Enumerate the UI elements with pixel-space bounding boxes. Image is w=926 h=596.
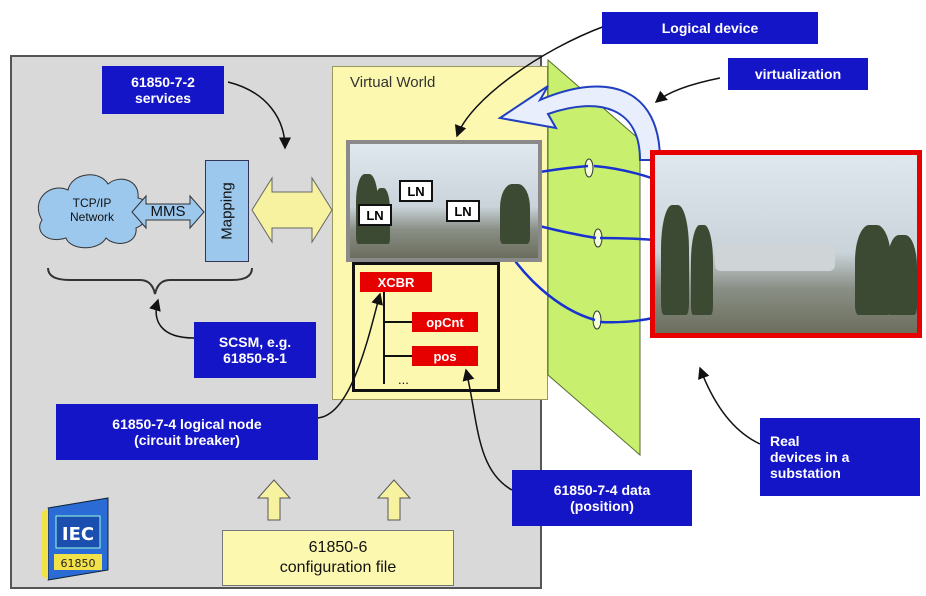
config-up-arrow-right	[376, 479, 412, 521]
tcpip-label-line2: Network	[69, 210, 114, 225]
mapping-label: Mapping	[218, 182, 236, 240]
real-devices-photo	[650, 150, 922, 338]
logical-device-photo	[346, 140, 542, 262]
data-position-label: 61850-7-4 data (position)	[512, 470, 692, 526]
scsm-label-line1: SCSM, e.g.	[218, 333, 292, 350]
iec-logo: IEC 61850	[42, 496, 114, 582]
logo-iec-text: IEC	[62, 524, 94, 545]
tcpip-label-line1: TCP/IP	[72, 196, 112, 210]
logical-node-data-box	[352, 262, 500, 392]
mms-arrow	[131, 194, 205, 230]
services-label: 61850-7-2 services	[102, 66, 224, 114]
virtualization-arrow	[497, 85, 662, 161]
iec-logo-icon: IEC 61850	[42, 497, 109, 581]
virtualization-plane	[547, 58, 641, 457]
logo-61850-text: 61850	[61, 557, 96, 570]
data-label-line2: (position)	[570, 498, 634, 514]
scsm-label: SCSM, e.g. 61850-8-1	[194, 322, 316, 378]
real-label-line2: devices in a	[770, 448, 850, 465]
services-label-line2: services	[134, 90, 192, 106]
cfg-label-line2: configuration file	[279, 559, 397, 576]
real-devices-label: Real devices in a substation	[760, 418, 920, 496]
tcpip-network-label: TCP/IP Network	[52, 196, 132, 225]
services-label-line1: 61850-7-2	[131, 73, 195, 90]
configuration-file-box: 61850-6 configuration file	[222, 530, 454, 586]
pos-data: pos	[412, 346, 478, 366]
real-label-line1: Real	[770, 432, 800, 449]
logical-node-label: 61850-7-4 logical node (circuit breaker)	[56, 404, 318, 460]
config-up-arrow-left	[256, 479, 292, 521]
logical-node-label-line2: (circuit breaker)	[134, 432, 240, 448]
data-label-line1: 61850-7-4 data	[553, 481, 651, 498]
mms-label: MMS	[150, 203, 186, 220]
logical-node-label-line1: 61850-7-4 logical node	[112, 415, 262, 432]
ln-node-1: LN	[399, 180, 433, 202]
virtualization-label: virtualization	[728, 58, 868, 90]
opcnt-data: opCnt	[412, 312, 478, 332]
real-label-line3: substation	[770, 465, 841, 482]
cfg-label-line1: 61850-6	[308, 539, 368, 556]
ln-node-2: LN	[358, 204, 392, 226]
virtual-world-title: Virtual World	[350, 74, 436, 91]
xcbr-node: XCBR	[360, 272, 432, 292]
more-data-ellipsis: ...	[398, 372, 409, 387]
logical-device-label: Logical device	[602, 12, 818, 44]
scsm-label-line2: 61850-8-1	[223, 350, 287, 366]
ln-node-3: LN	[446, 200, 480, 222]
services-arrow	[251, 176, 333, 244]
mapping-box: Mapping	[205, 160, 249, 262]
